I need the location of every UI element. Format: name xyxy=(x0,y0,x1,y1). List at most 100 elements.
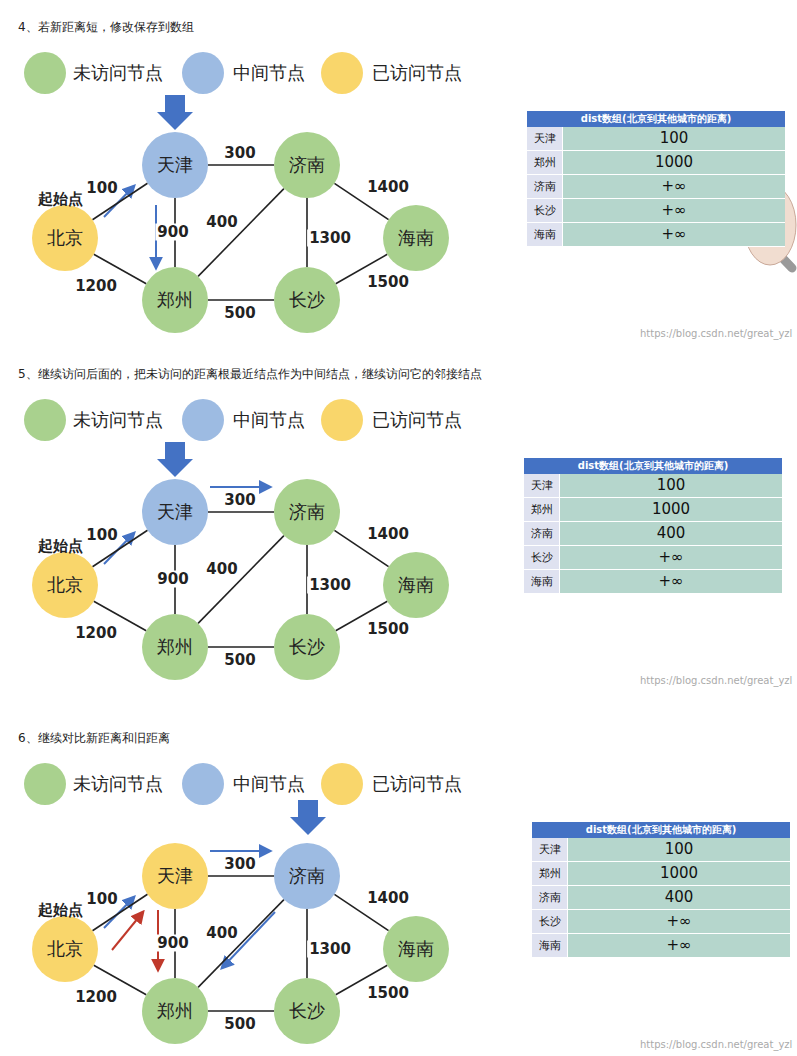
edge-weight: 100 xyxy=(84,891,119,908)
edge-weight: 400 xyxy=(204,561,239,578)
table-row-name: 海南 xyxy=(532,934,568,958)
watermark: https://blog.csdn.net/great_yzl xyxy=(640,675,792,686)
table-value: 100 xyxy=(563,127,785,151)
road-line xyxy=(198,536,284,624)
table-row-name: 郑州 xyxy=(524,498,560,522)
table-value: 100 xyxy=(560,474,782,498)
table-row-name: 天津 xyxy=(527,127,563,151)
table-value: +∞ xyxy=(568,934,790,958)
city-name: 海南 xyxy=(398,937,434,961)
city-name: 长沙 xyxy=(289,999,325,1023)
edge-weight: 500 xyxy=(222,305,257,322)
edge-weight: 1400 xyxy=(365,179,411,196)
edge-weight: 1400 xyxy=(365,890,411,907)
edge-weight: 1500 xyxy=(365,985,411,1002)
edge-weight: 1400 xyxy=(365,526,411,543)
table-row-name: 天津 xyxy=(524,474,560,498)
watermark: https://blog.csdn.net/great_yzl xyxy=(640,328,792,339)
edge-weight: 1300 xyxy=(307,230,353,247)
city-name: 北京 xyxy=(47,937,83,961)
legend-text: 中间节点 xyxy=(233,772,305,796)
table-value: +∞ xyxy=(563,175,785,199)
edge-weight: 1500 xyxy=(365,274,411,291)
city-name: 天津 xyxy=(157,153,193,177)
table-header: dist数组(北京到其他城市的距离) xyxy=(524,458,782,474)
table-value: 1000 xyxy=(568,862,790,886)
city-node: 海南 xyxy=(383,916,449,982)
legend-text: 已访问节点 xyxy=(372,408,462,432)
city-node: 长沙 xyxy=(274,614,340,680)
table-header: dist数组(北京到其他城市的距离) xyxy=(532,822,790,838)
city-node: 北京 xyxy=(32,916,98,982)
table-value: +∞ xyxy=(560,546,782,570)
city-node: 济南 xyxy=(274,132,340,198)
table-row-name: 海南 xyxy=(524,570,560,594)
legend-swatch xyxy=(321,763,363,805)
edge-weight: 500 xyxy=(222,1016,257,1033)
edge-weight: 900 xyxy=(155,935,190,952)
start-label: 起始点 xyxy=(38,190,83,209)
table-value: 400 xyxy=(568,886,790,910)
start-label: 起始点 xyxy=(38,901,83,920)
city-name: 济南 xyxy=(289,864,325,888)
edge-weight: 100 xyxy=(84,180,119,197)
table-row-name: 济南 xyxy=(532,886,568,910)
road-line xyxy=(198,189,284,277)
legend-text: 未访问节点 xyxy=(73,772,163,796)
city-node: 海南 xyxy=(383,552,449,618)
city-node: 郑州 xyxy=(142,614,208,680)
table-row-name: 济南 xyxy=(524,522,560,546)
city-name: 济南 xyxy=(289,153,325,177)
edge-weight: 300 xyxy=(222,492,257,509)
legend-text: 未访问节点 xyxy=(73,61,163,85)
city-node: 天津 xyxy=(142,479,208,545)
edge-weight: 300 xyxy=(222,145,257,162)
city-node: 长沙 xyxy=(274,267,340,333)
legend-text: 中间节点 xyxy=(233,61,305,85)
edge-weight: 1500 xyxy=(365,621,411,638)
legend-swatch xyxy=(321,399,363,441)
table-value: 1000 xyxy=(560,498,782,522)
legend-text: 未访问节点 xyxy=(73,408,163,432)
city-node: 济南 xyxy=(274,479,340,545)
road-line xyxy=(208,875,274,877)
edge-weight: 400 xyxy=(204,214,239,231)
table-row-name: 长沙 xyxy=(524,546,560,570)
edge-weight: 300 xyxy=(222,856,257,873)
city-name: 济南 xyxy=(289,500,325,524)
city-name: 郑州 xyxy=(157,288,193,312)
legend-swatch xyxy=(24,52,66,94)
city-name: 长沙 xyxy=(289,288,325,312)
city-name: 郑州 xyxy=(157,635,193,659)
city-name: 北京 xyxy=(47,573,83,597)
watermark: https://blog.csdn.net/great_yzl xyxy=(640,1039,792,1050)
road-line xyxy=(208,646,274,648)
edge-weight: 900 xyxy=(155,224,190,241)
table-row-name: 长沙 xyxy=(532,910,568,934)
city-name: 天津 xyxy=(157,864,193,888)
road-line xyxy=(208,299,274,301)
edge-weight: 100 xyxy=(84,527,119,544)
pointer-arrow xyxy=(157,95,326,835)
step-title: 5、继续访问后面的，把未访问的距离根最近结点作为中间结点，继续访问它的邻接结点 xyxy=(18,366,482,383)
annotation-arrows xyxy=(104,186,275,970)
table-header: dist数组(北京到其他城市的距离) xyxy=(527,111,785,127)
table-value: +∞ xyxy=(560,570,782,594)
road-line xyxy=(208,164,274,166)
step-title: 6、继续对比新距离和旧距离 xyxy=(18,730,170,747)
table-value: 400 xyxy=(560,522,782,546)
road-line xyxy=(208,1010,274,1012)
table-row-name: 济南 xyxy=(527,175,563,199)
edge-weight: 1200 xyxy=(73,278,119,295)
start-label: 起始点 xyxy=(38,537,83,556)
edge-weight: 900 xyxy=(155,571,190,588)
edge-weight: 1300 xyxy=(307,941,353,958)
legend-text: 已访问节点 xyxy=(372,61,462,85)
edge-weight: 1300 xyxy=(307,577,353,594)
legend-swatch xyxy=(182,52,224,94)
road-line xyxy=(208,511,274,513)
table-row-name: 郑州 xyxy=(532,862,568,886)
step-title: 4、若新距离短，修改保存到数组 xyxy=(18,19,194,36)
legend-swatch xyxy=(24,763,66,805)
